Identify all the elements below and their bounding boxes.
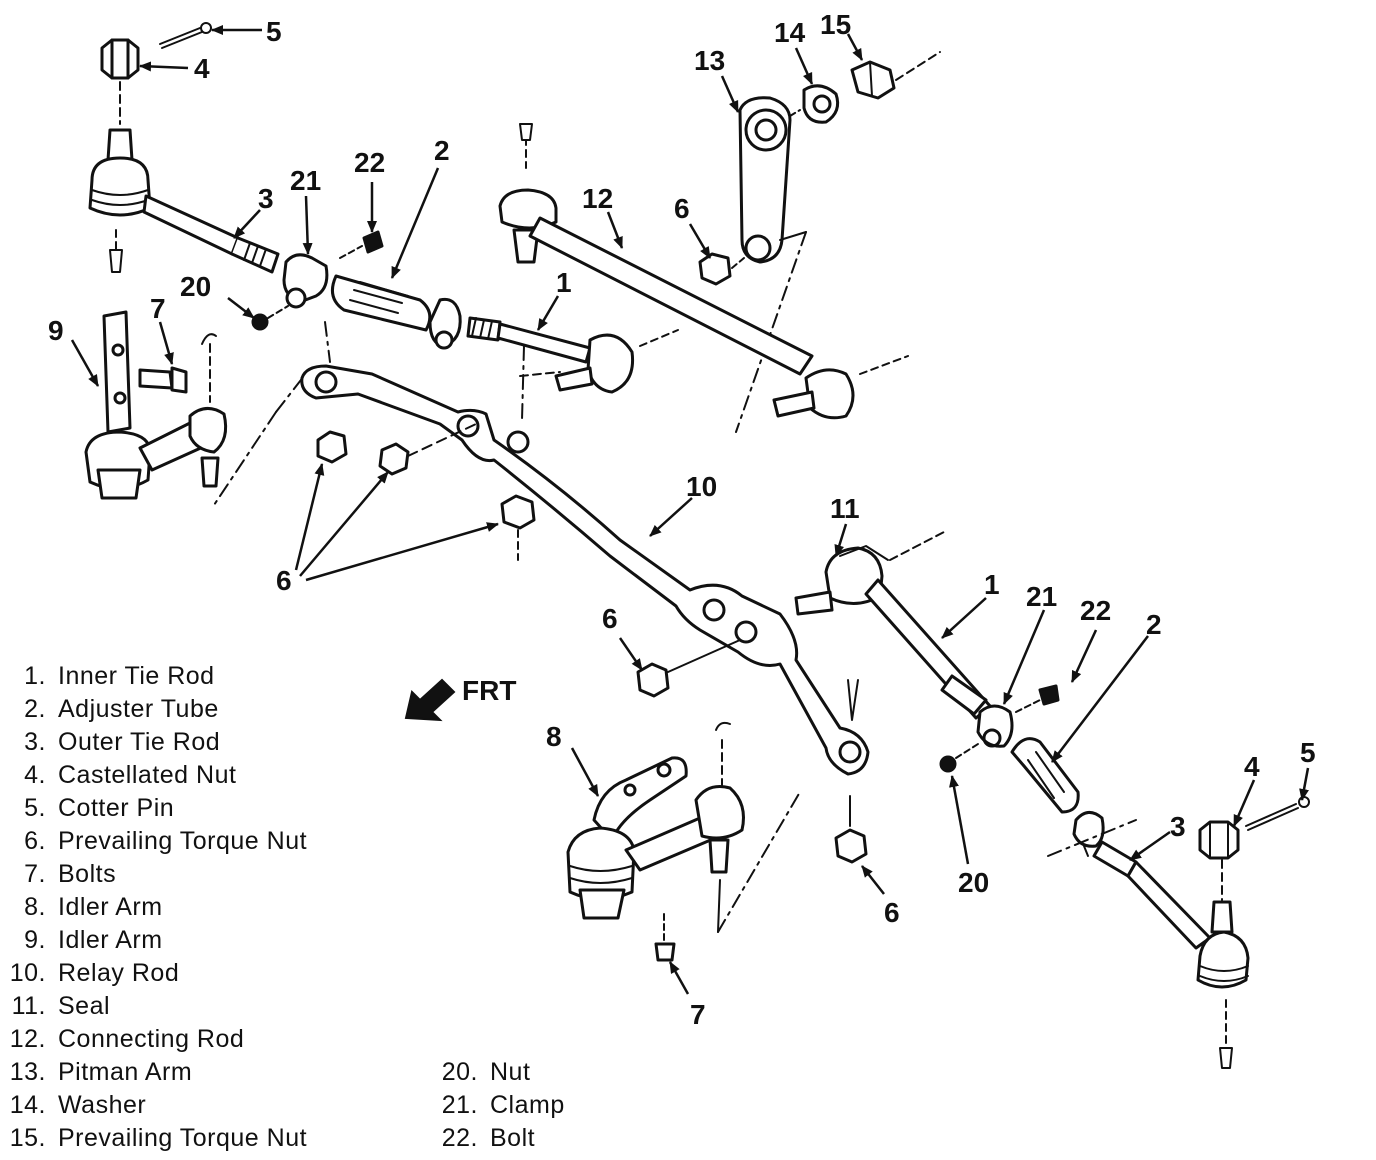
callout-label: 10	[686, 471, 717, 502]
legend-item: 20.Nut	[441, 1058, 531, 1086]
legend-item: 11.Seal	[11, 992, 111, 1020]
callout-label: 13	[694, 45, 725, 76]
callout-label: 6	[884, 897, 900, 928]
callout-label: 7	[150, 293, 166, 324]
callout-label: 15	[820, 9, 851, 40]
legend-item: 9.Idler Arm	[24, 926, 163, 954]
callout-label: 6	[276, 565, 292, 596]
legend-item: 5.Cotter Pin	[24, 794, 175, 822]
callout-arrows	[70, 25, 1310, 995]
legend-item: 12.Connecting Rod	[9, 1025, 245, 1053]
connecting-rod	[498, 123, 909, 420]
upper-adjuster-tube	[330, 274, 462, 350]
callout-label: 2	[1146, 609, 1162, 640]
callout-label: 7	[690, 999, 706, 1030]
legend-item: 3.Outer Tie Rod	[24, 728, 221, 756]
callout-label: 3	[1170, 811, 1186, 842]
upper-clamp-assembly	[251, 230, 384, 331]
callout-label: 9	[48, 315, 64, 346]
callout-labels: 5 4 13 14 15 21 22 2 3 12 6 20 1 9 7 10 …	[48, 9, 1316, 1030]
callout-label: 8	[546, 721, 562, 752]
legend-item: 7.Bolts	[24, 860, 117, 888]
relay-rod-nuts	[316, 423, 868, 864]
legend-item: 4.Castellated Nut	[24, 761, 237, 789]
legend-item: 21.Clamp	[441, 1091, 565, 1119]
front-direction-indicator: FRT	[404, 675, 516, 722]
legend-item: 6.Prevailing Torque Nut	[24, 827, 308, 855]
legend-item: 10.Relay Rod	[9, 959, 180, 987]
legend-item: 22.Bolt	[441, 1124, 536, 1152]
upper-inner-tie-rod	[466, 316, 679, 394]
callout-label: 1	[556, 267, 572, 298]
relay-rod	[300, 321, 870, 776]
callout-label: 3	[258, 183, 274, 214]
callout-label: 22	[1080, 595, 1111, 626]
callout-label: 20	[958, 867, 989, 898]
callout-label: 14	[774, 17, 806, 48]
callout-label: 1	[984, 569, 1000, 600]
callout-label: 11	[830, 493, 860, 524]
left-idler-arm-assembly	[84, 310, 277, 509]
callout-label: 20	[180, 271, 211, 302]
center-idler-arm-assembly	[566, 679, 859, 962]
callout-label: 22	[354, 147, 385, 178]
front-arrow-icon	[404, 678, 456, 722]
legend-item: 13.Pitman Arm	[9, 1058, 193, 1086]
lower-right-tie-rod-assembly	[794, 531, 1310, 1069]
callout-label: 2	[434, 135, 450, 166]
callout-label: 21	[1026, 581, 1057, 612]
legend-item: 15.Prevailing Torque Nut	[9, 1124, 308, 1152]
callout-label: 12	[582, 183, 613, 214]
callout-label: 6	[602, 603, 618, 634]
pitman-arm-assembly	[698, 51, 941, 433]
legend-item: 14.Washer	[9, 1091, 147, 1119]
callout-label: 21	[290, 165, 321, 196]
callout-label: 4	[1244, 751, 1260, 782]
callout-label: 6	[674, 193, 690, 224]
legend-item: 8.Idler Arm	[24, 893, 163, 921]
callout-label: 5	[266, 16, 282, 47]
callout-label: 4	[194, 53, 210, 84]
legend-item: 2.Adjuster Tube	[24, 695, 219, 723]
alignment-lines	[275, 371, 561, 413]
legend-item: 1.Inner Tie Rod	[24, 662, 215, 690]
callout-label: 5	[1300, 737, 1316, 768]
upper-left-outer-tie-rod-assembly	[88, 22, 280, 274]
front-direction-label: FRT	[462, 675, 516, 706]
